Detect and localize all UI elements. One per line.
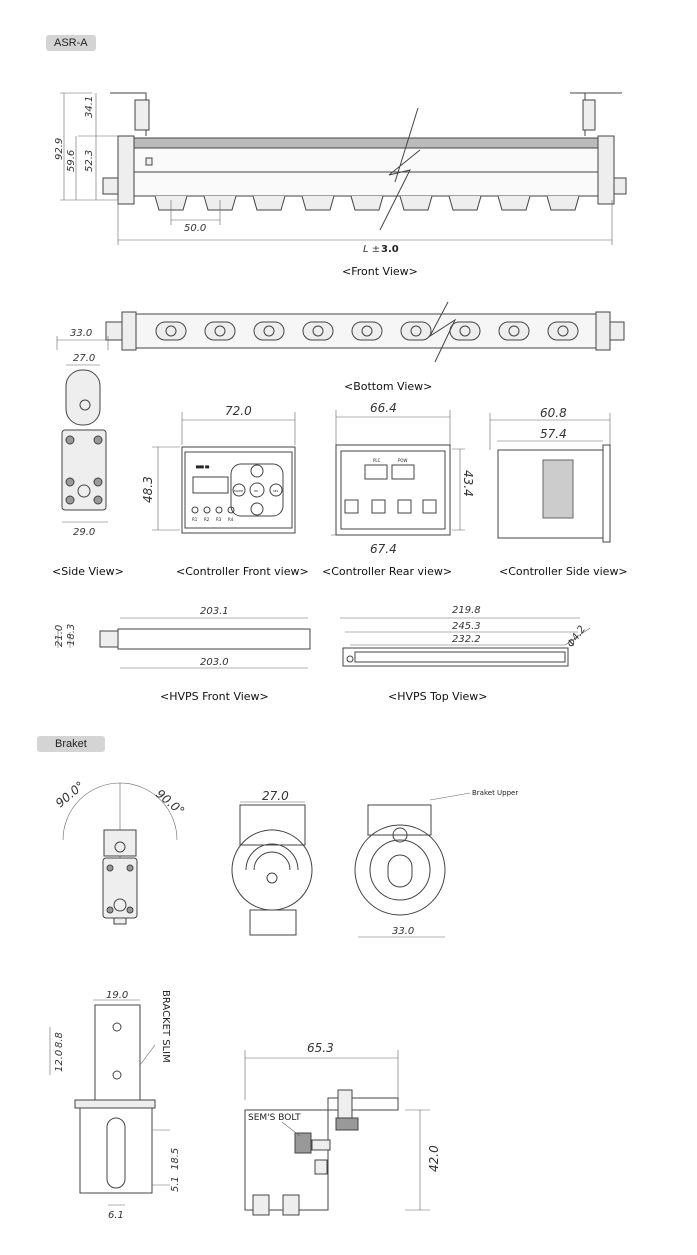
bracket-side-width: 33.0 bbox=[392, 926, 414, 937]
controller-front-drawing: ▀▀ ▀ R1 R2 R3 R4 MODE OK SEL 72.0 48.3 <… bbox=[141, 404, 309, 578]
bracket-side-drawing: Braket Upper 33.0 bbox=[354, 789, 518, 938]
emitter-pin bbox=[312, 325, 324, 337]
bracket-front-drawing: 27.0 bbox=[231, 789, 313, 936]
emitter-nozzle bbox=[547, 321, 579, 341]
emitter bbox=[350, 195, 384, 211]
hvps-top-drawing: 219.8 245.3 232.2 Φ4.2 <HVPS Top View> bbox=[340, 605, 591, 703]
emitter-nozzle bbox=[253, 321, 285, 341]
dim-59-6: 59.6 bbox=[66, 150, 77, 172]
ctrl-rear-width-bottom: 67.4 bbox=[370, 542, 397, 556]
controller-side-caption: <Controller Side view> bbox=[499, 565, 628, 578]
side-dim-mid: 27.0 bbox=[73, 353, 95, 364]
hvps-front-drawing: 203.1 203.0 21.0 18.3 <HVPS Front View> bbox=[54, 606, 311, 703]
controller-side-drawing: 60.8 57.4 <Controller Side view> bbox=[489, 406, 628, 578]
emitter bbox=[448, 195, 482, 211]
angle-left: 90.0° bbox=[53, 779, 87, 811]
angle-right: 90.0° bbox=[153, 787, 187, 819]
ctrl-side-outer: 60.8 bbox=[540, 406, 567, 420]
emitter-pin bbox=[165, 325, 177, 337]
led-label: R2 bbox=[204, 517, 210, 522]
slim-d2: 12.0 bbox=[54, 1050, 65, 1072]
button-label: SEL bbox=[273, 489, 279, 493]
side-view-caption: <Side View> bbox=[52, 565, 124, 578]
led-label: R4 bbox=[228, 517, 234, 522]
dim-52-3: 52.3 bbox=[84, 150, 95, 172]
emitter-nozzle bbox=[204, 321, 236, 341]
port-label: POW bbox=[398, 458, 408, 463]
slim-d4: 5.1 bbox=[170, 1176, 181, 1192]
bracket-front-width: 27.0 bbox=[262, 789, 289, 803]
hvps-front-caption: <HVPS Front View> bbox=[160, 690, 269, 703]
assembly-height: 42.0 bbox=[427, 1145, 441, 1172]
led-label: R1 bbox=[192, 517, 198, 522]
front-view-caption: <Front View> bbox=[342, 265, 418, 278]
emitter-nozzle bbox=[351, 321, 383, 341]
emitter-nozzle bbox=[400, 321, 432, 341]
emitter-pin bbox=[410, 325, 422, 337]
side-view-drawing: 33.0 27.0 29.0 <Side View> bbox=[52, 328, 124, 578]
ctrl-side-inner: 57.4 bbox=[540, 427, 567, 441]
bottom-view-drawing: <Bottom View> bbox=[105, 301, 625, 393]
bottom-view-caption: <Bottom View> bbox=[344, 380, 432, 393]
emitter-nozzle bbox=[498, 321, 530, 341]
emitter bbox=[399, 195, 433, 211]
controller-rear-caption: <Controller Rear view> bbox=[322, 565, 452, 578]
bracket-slim-drawing: 19.0 BRACKET SLIM 8.8 12.0 18.5 5.1 6.1 bbox=[49, 990, 181, 1221]
ctrl-front-height: 48.3 bbox=[141, 476, 155, 503]
emitter bbox=[497, 195, 531, 211]
emitter-nozzle bbox=[449, 321, 481, 341]
button-label: OK bbox=[254, 489, 259, 493]
controller-brand: ▀▀ ▀ bbox=[195, 465, 209, 472]
hvps-top-d1: 219.8 bbox=[452, 605, 481, 616]
emitter-pin bbox=[508, 325, 520, 337]
front-view-drawing: 34.1 52.3 59.6 92.9 50.0 L ± 3.0 <Front … bbox=[54, 92, 627, 278]
slim-d1: 8.8 bbox=[54, 1032, 65, 1048]
hvps-top-caption: <HVPS Top View> bbox=[388, 690, 488, 703]
slim-width: 19.0 bbox=[106, 990, 128, 1001]
section-badge-asr-a: ASR-A bbox=[46, 35, 96, 51]
hvps-top-hole: Φ4.2 bbox=[565, 624, 588, 650]
dim-34-1: 34.1 bbox=[84, 96, 95, 118]
side-dim-bottom: 29.0 bbox=[73, 527, 95, 538]
bracket-assembly-drawing: 65.3 SEM'S BOLT 42.0 bbox=[244, 1041, 441, 1216]
hvps-top-d3: 232.2 bbox=[452, 634, 481, 645]
emitter-nozzle bbox=[155, 321, 187, 341]
emitter-pin bbox=[263, 325, 275, 337]
slim-slot: 6.1 bbox=[108, 1210, 124, 1221]
ctrl-front-width: 72.0 bbox=[225, 404, 252, 418]
assembly-width: 65.3 bbox=[307, 1041, 334, 1055]
controller-front-caption: <Controller Front view> bbox=[176, 565, 309, 578]
section-badge-braket: Braket bbox=[37, 736, 105, 752]
bracket-rotation-drawing: 90.0° 90.0° bbox=[53, 779, 187, 925]
sems-bolt-label: SEM'S BOLT bbox=[248, 1113, 301, 1123]
emitter-pin bbox=[214, 325, 226, 337]
dim-length-prefix: L ± bbox=[363, 244, 380, 255]
button-label: MODE bbox=[234, 489, 243, 493]
dim-pitch: 50.0 bbox=[184, 223, 206, 234]
hvps-front-bottom: 203.0 bbox=[200, 657, 229, 668]
dim-92-9: 92.9 bbox=[54, 138, 65, 160]
emitter-pin bbox=[459, 325, 471, 337]
emitter bbox=[546, 195, 580, 211]
emitter-nozzle bbox=[302, 321, 334, 341]
emitter bbox=[252, 195, 286, 211]
slim-d3: 18.5 bbox=[170, 1148, 181, 1170]
emitter-pin bbox=[557, 325, 569, 337]
hvps-front-h2: 18.3 bbox=[66, 624, 77, 646]
emitter-pin bbox=[361, 325, 373, 337]
ctrl-rear-height: 43.4 bbox=[461, 470, 475, 497]
hvps-front-top: 203.1 bbox=[200, 606, 229, 617]
port-label: PLC bbox=[373, 458, 381, 463]
ctrl-rear-width-top: 66.4 bbox=[370, 401, 397, 415]
dim-length-tol: 3.0 bbox=[381, 244, 399, 255]
controller-rear-drawing: PLC POW 66.4 43.4 67.4 <Controller Rear … bbox=[322, 401, 475, 578]
side-dim-top: 33.0 bbox=[70, 328, 92, 339]
bracket-slim-label: BRACKET SLIM bbox=[160, 990, 171, 1063]
hvps-front-h1: 21.0 bbox=[54, 625, 65, 647]
led-label: R3 bbox=[216, 517, 222, 522]
emitter bbox=[301, 195, 335, 211]
braket-upper-label: Braket Upper bbox=[472, 789, 518, 797]
hvps-top-d2: 245.3 bbox=[452, 621, 481, 632]
